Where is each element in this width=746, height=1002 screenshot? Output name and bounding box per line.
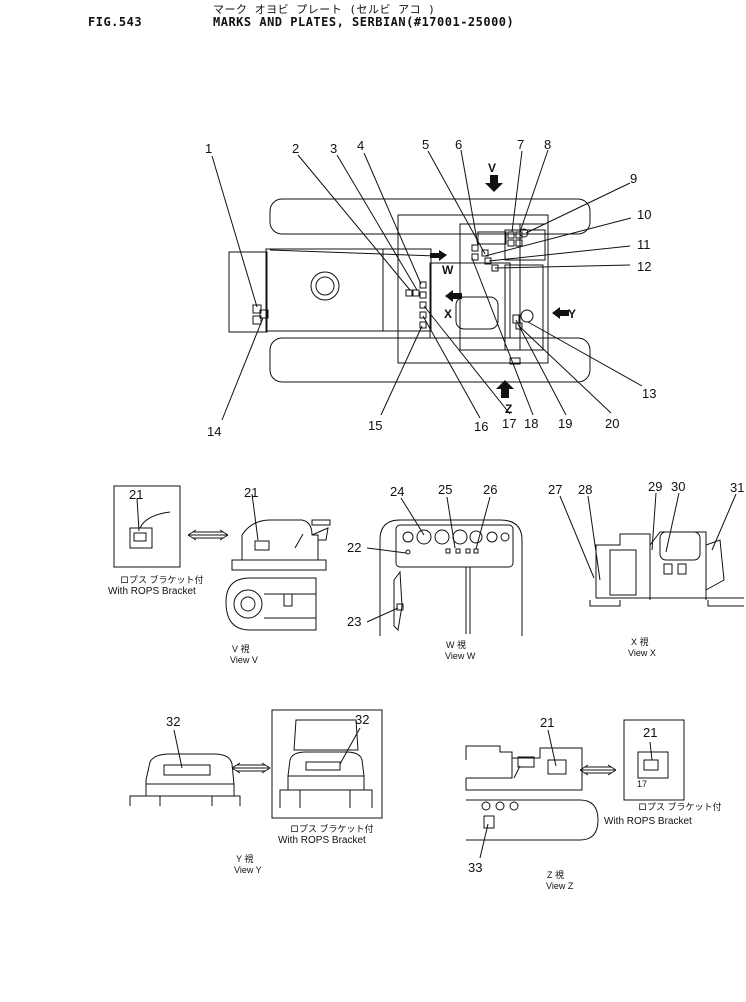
callout-19: 19 [558,416,572,431]
view-letter-y: Y [568,307,576,321]
title-japanese: マーク オヨビ プレート (セルビ アコ ) [213,3,436,16]
callout-22: 22 [347,540,361,555]
callout-25: 25 [438,482,452,497]
callout-18: 18 [524,416,538,431]
rops-caption-en-y: With ROPS Bracket [278,835,366,846]
callout-28: 28 [578,482,592,497]
callout-16: 16 [474,419,488,434]
view-x-group [559,492,744,607]
view-w-caption: View W [445,651,476,661]
machine-top-view [228,198,591,383]
rops-caption-en-v: With ROPS Bracket [108,586,196,597]
callout-7: 7 [517,137,524,152]
view-letter-x: X [444,307,452,321]
callout-12: 12 [637,259,651,274]
figure-number: FIG.543 [88,15,143,29]
view-captions: ロプス ブラケット付 With ROPS Bracket V 視 View V … [108,574,722,891]
callout-31: 31 [730,480,744,495]
rops-caption-jp-z: ロプス ブラケット付 [638,801,722,812]
callout-21-v-rops: 21 [129,487,143,502]
callout-26: 26 [483,482,497,497]
view-letter-z: Z [505,402,512,416]
callout-13: 13 [642,386,656,401]
view-w-caption-jp: W 視 [446,639,466,650]
callout-17: 17 [502,416,516,431]
rops-caption-jp-v: ロプス ブラケット付 [120,574,204,585]
page-title: MARKS AND PLATES, SERBIAN(#17001-25000) [213,15,515,29]
rops-caption-en-z: With ROPS Bracket [604,816,692,827]
callout-10: 10 [637,207,651,222]
view-w-group [366,496,523,636]
view-y-caption: View Y [234,865,262,875]
callout-23: 23 [347,614,361,629]
callout-8: 8 [544,137,551,152]
callout-4: 4 [357,138,364,153]
view-z-group [465,719,685,859]
rops-small-number: 17 [637,779,647,789]
rops-caption-jp-y: ロプス ブラケット付 [290,823,374,834]
view-y-group [129,709,383,819]
callout-5: 5 [422,137,429,152]
callout-27: 27 [548,482,562,497]
callout-24: 24 [390,484,404,499]
view-letter-w: W [442,263,454,277]
callout-numbers: 1 2 3 4 5 6 7 8 9 10 11 12 13 14 15 16 1… [129,137,744,875]
view-z-caption: View Z [546,881,574,891]
view-letter-labels: V W X Y Z [442,161,576,416]
callout-21-z: 21 [540,715,554,730]
view-arrows [430,175,569,398]
view-y-caption-jp: Y 視 [236,853,253,864]
callout-33: 33 [468,860,482,875]
leader-lines-top [211,149,643,421]
view-v-group [113,485,331,631]
callout-15: 15 [368,418,382,433]
view-x-caption-jp: X 視 [631,636,649,647]
callout-6: 6 [455,137,462,152]
callout-9: 9 [630,171,637,186]
callout-14: 14 [207,424,221,439]
callout-2: 2 [292,141,299,156]
callout-30: 30 [671,479,685,494]
view-x-caption: View X [628,648,656,658]
view-v-caption: View V [230,655,258,665]
view-letter-v: V [488,161,496,175]
callout-3: 3 [330,141,337,156]
callout-32-y-rops: 32 [355,712,369,727]
callout-29: 29 [648,479,662,494]
callout-11: 11 [637,237,651,252]
callout-21-z-rops: 21 [643,725,657,740]
callout-1: 1 [205,141,212,156]
view-z-caption-jp: Z 視 [547,869,564,880]
callout-20: 20 [605,416,619,431]
callout-32-y: 32 [166,714,180,729]
callout-21-v: 21 [244,485,258,500]
view-v-caption-jp: V 視 [232,643,250,654]
